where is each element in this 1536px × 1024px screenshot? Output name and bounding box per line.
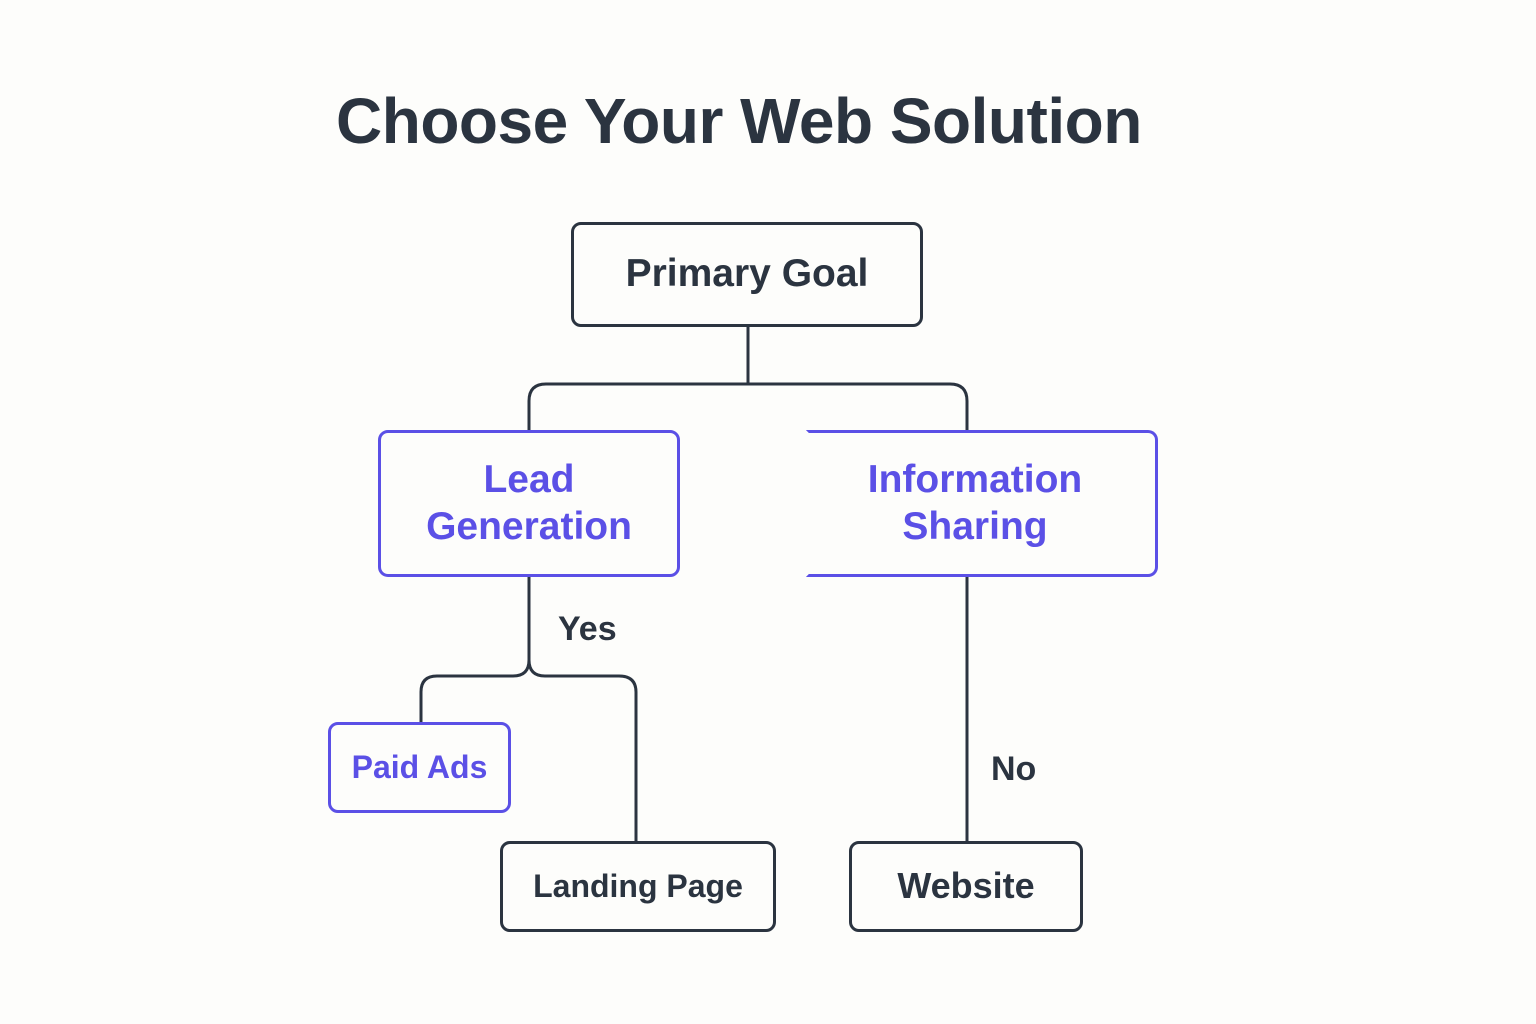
connector-to-paid-ads bbox=[419, 658, 531, 724]
connector-to-landing-page bbox=[527, 658, 638, 843]
node-website: Website bbox=[849, 841, 1083, 932]
node-paid-ads-label: Paid Ads bbox=[351, 748, 488, 785]
node-information-sharing-label: Information Sharing bbox=[867, 458, 1083, 548]
node-primary-goal: Primary Goal bbox=[571, 222, 923, 327]
node-website-label: Website bbox=[897, 865, 1035, 907]
node-lead-generation-label: Lead Generation bbox=[426, 458, 632, 548]
node-primary-goal-label: Primary Goal bbox=[625, 252, 869, 296]
node-paid-ads: Paid Ads bbox=[328, 722, 511, 813]
node-landing-page: Landing Page bbox=[500, 841, 776, 932]
connector-to-lead-generation bbox=[527, 382, 750, 432]
node-landing-page-label: Landing Page bbox=[533, 867, 743, 904]
edge-label-yes: Yes bbox=[558, 610, 617, 648]
node-lead-generation: Lead Generation bbox=[378, 430, 680, 577]
node-information-sharing: Information Sharing bbox=[806, 430, 1158, 577]
diagram-title: Choose Your Web Solution bbox=[336, 85, 1142, 157]
edge-label-no: No bbox=[991, 750, 1037, 788]
connector-to-information-sharing bbox=[746, 382, 969, 432]
